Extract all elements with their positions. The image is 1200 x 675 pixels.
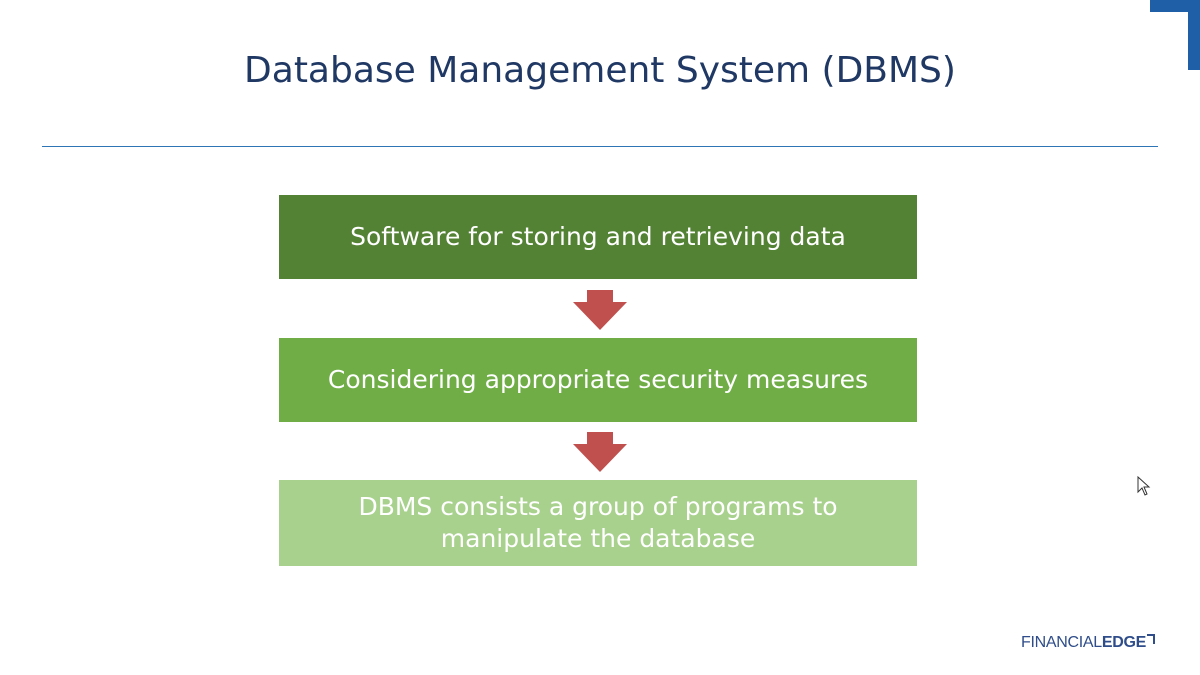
flow-step-3: DBMS consists a group of programs to man… — [279, 480, 917, 566]
flow-step-2: Considering appropriate security measure… — [279, 338, 917, 422]
flow-step-2-text: Considering appropriate security measure… — [327, 365, 869, 394]
flow-step-3-text: DBMS consists a group of programs to man… — [358, 492, 838, 553]
flow-step-1: Software for storing and retrieving data — [279, 195, 917, 279]
flow-step-1-text: Software for storing and retrieving data — [350, 222, 846, 251]
arrow-down-icon — [573, 432, 627, 472]
arrow-down-icon — [573, 290, 627, 330]
mouse-cursor-icon — [1137, 475, 1151, 496]
brand-name-bold: EDGE — [1101, 634, 1147, 651]
slide-title: Database Management System (DBMS) — [244, 50, 956, 91]
corner-accent-icon — [1120, 0, 1200, 80]
title-divider — [42, 146, 1158, 147]
brand-name-light: FINANCIAL — [1021, 634, 1102, 651]
logo-bracket-icon — [1147, 634, 1156, 644]
